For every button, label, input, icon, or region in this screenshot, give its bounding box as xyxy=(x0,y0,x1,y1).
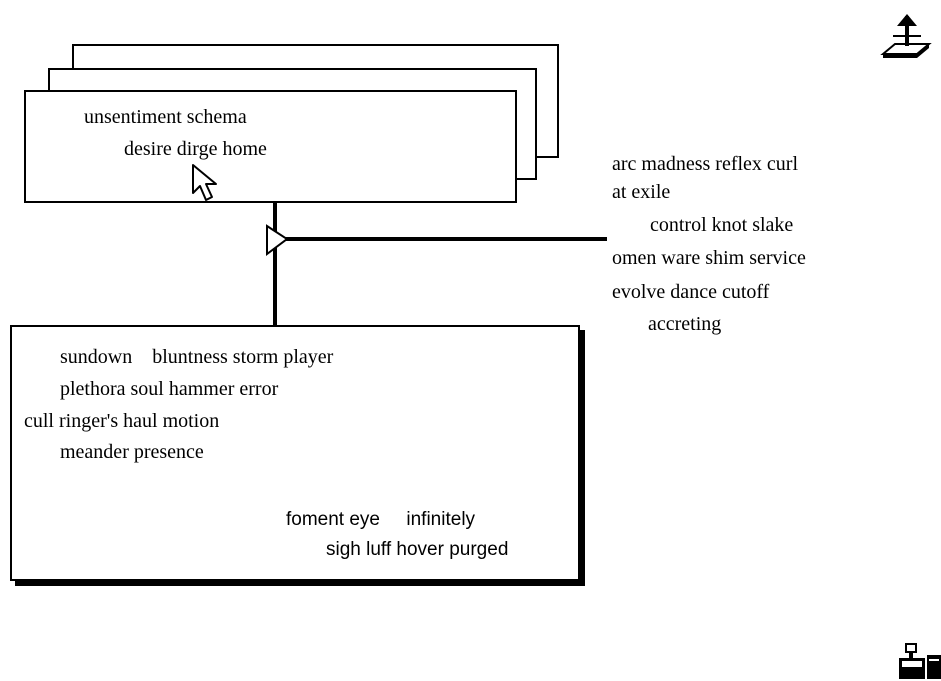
side-text-line-6: accreting xyxy=(648,313,722,335)
top-card[interactable]: unsentiment schema desire dirge home xyxy=(24,90,517,203)
top-card-line-1: unsentiment schema xyxy=(84,106,247,128)
bottom-card-line-2: plethora soul hammer error xyxy=(60,378,279,400)
side-text-line-5: evolve dance cutoff xyxy=(612,281,770,303)
side-text-line-1: arc madness reflex curl xyxy=(612,153,799,175)
bottom-card-line-1: sundown bluntness storm player xyxy=(60,346,334,368)
bottom-card[interactable]: sundown bluntness storm player plethora … xyxy=(10,325,580,581)
computer-network-icon[interactable] xyxy=(897,641,941,681)
upload-icon[interactable] xyxy=(879,10,933,64)
bottom-card-line-3: cull ringer's haul motion xyxy=(24,410,220,432)
connector-arrow-right-icon xyxy=(266,224,289,256)
bottom-card-line-4: meander presence xyxy=(60,441,204,463)
side-text-line-3: control knot slake xyxy=(650,214,794,236)
top-card-line-2: desire dirge home xyxy=(124,138,267,160)
bottom-card-line-5: foment eye infinitely xyxy=(286,509,476,530)
bottom-card-line-6: sigh luff hover purged xyxy=(326,539,509,560)
side-text-line-4: omen ware shim service xyxy=(612,247,806,269)
mouse-pointer-icon xyxy=(192,164,217,201)
side-text-line-2: at exile xyxy=(612,181,671,203)
